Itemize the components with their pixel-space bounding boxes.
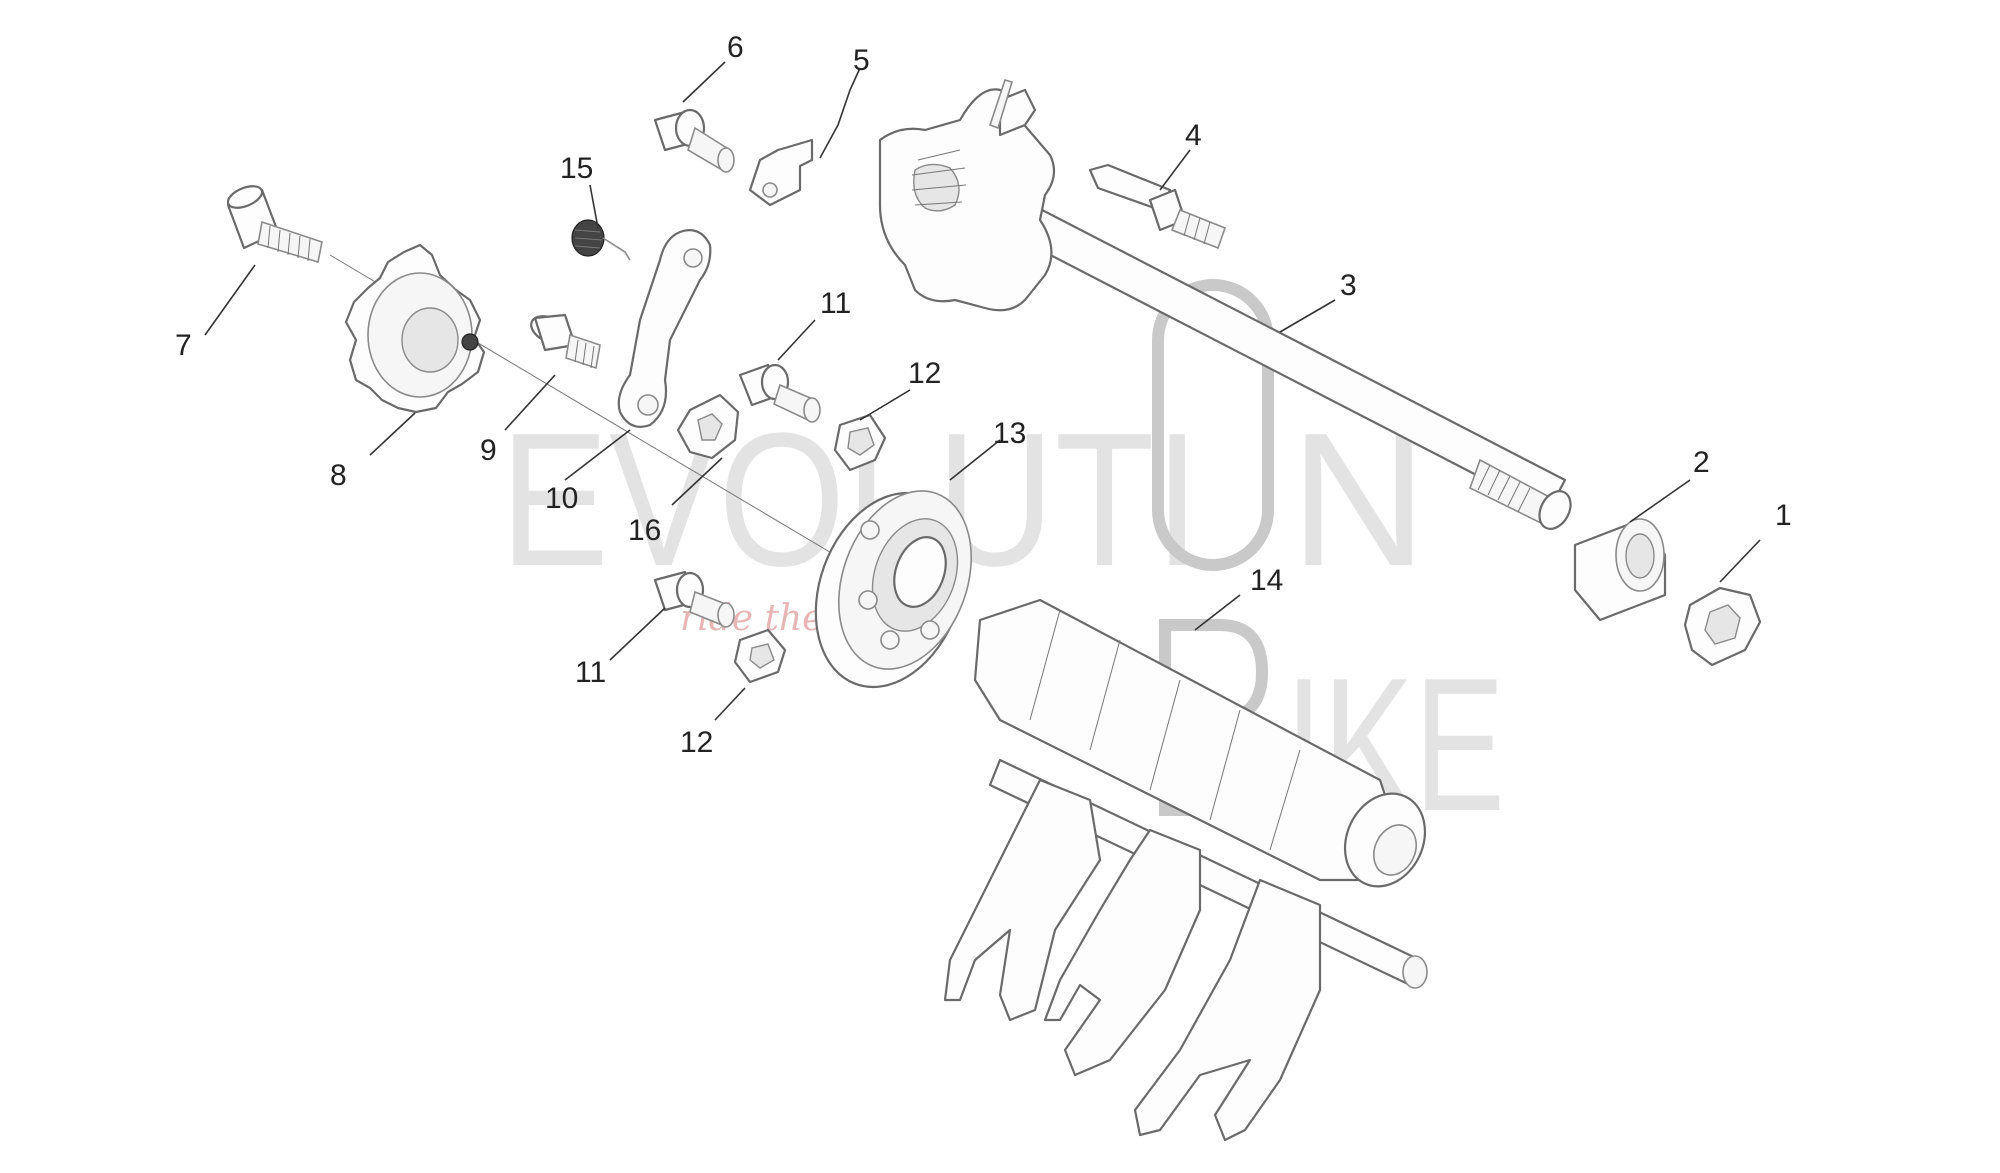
callout-16: 16 xyxy=(628,514,661,547)
callout-11-lower: 11 xyxy=(575,656,606,689)
clip-5 xyxy=(748,138,814,207)
bolt-7 xyxy=(226,185,323,264)
callout-4: 4 xyxy=(1185,119,1202,152)
bearing-13 xyxy=(814,490,973,689)
watermark-o-shape xyxy=(1152,279,1274,571)
callout-11-upper: 11 xyxy=(820,287,851,320)
sleeve-2 xyxy=(1573,518,1667,622)
callout-13: 13 xyxy=(993,417,1026,450)
bolt-9 xyxy=(530,313,601,370)
bolt-6 xyxy=(653,108,735,173)
callout-10: 10 xyxy=(545,482,578,515)
star-wheel-8 xyxy=(344,243,486,414)
callout-3: 3 xyxy=(1340,269,1357,302)
callout-12-lower: 12 xyxy=(680,726,713,759)
callout-2: 2 xyxy=(1693,446,1710,479)
bolt-11-upper xyxy=(738,363,821,423)
lever-10 xyxy=(617,229,712,428)
callouts: 1 2 3 4 5 6 7 8 9 10 11 11 12 12 13 14 1… xyxy=(175,31,1792,759)
callout-7: 7 xyxy=(175,329,192,362)
shift-drum-14 xyxy=(943,598,1428,1142)
leader-lines xyxy=(204,61,1761,721)
nut-12-upper xyxy=(833,413,887,472)
callout-8: 8 xyxy=(330,459,347,492)
callout-1: 1 xyxy=(1775,499,1792,532)
callout-14: 14 xyxy=(1250,564,1283,597)
callout-12-upper: 12 xyxy=(908,357,941,390)
stud-4 xyxy=(1088,163,1227,250)
washer-16 xyxy=(676,393,740,460)
nut-12-lower xyxy=(733,628,787,684)
callout-5: 5 xyxy=(853,44,870,77)
nut-1 xyxy=(1683,586,1762,667)
bolt-11-lower xyxy=(653,570,735,628)
spring-15 xyxy=(571,219,631,261)
callout-6: 6 xyxy=(727,31,744,64)
selector-shaft-3 xyxy=(878,79,1572,530)
callout-9: 9 xyxy=(480,434,497,467)
callout-15: 15 xyxy=(560,152,593,185)
